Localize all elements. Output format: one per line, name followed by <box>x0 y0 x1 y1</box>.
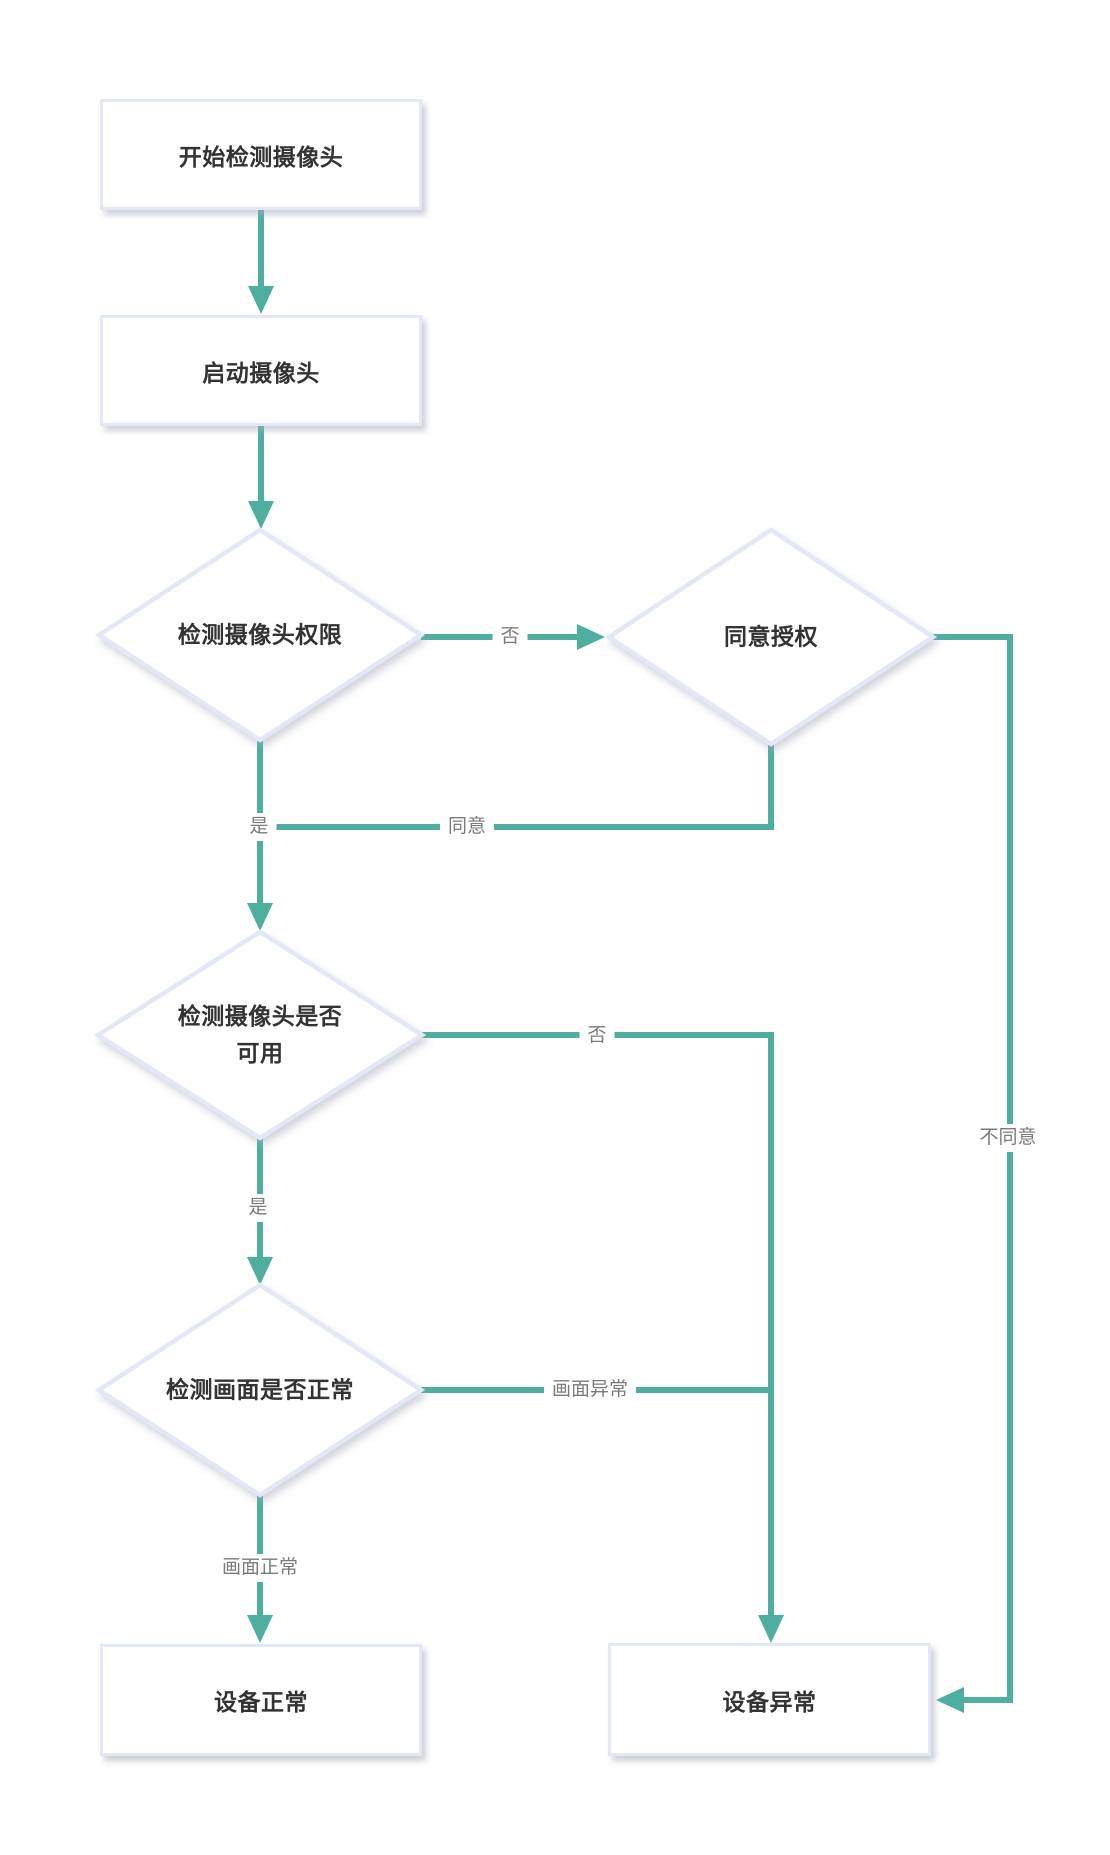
decision-diamonds <box>93 527 938 1498</box>
connector-lines <box>257 210 1013 1703</box>
diamond-agree-authorization <box>604 527 938 747</box>
node-check-camera-available-line2: 可用 <box>236 1040 284 1066</box>
edge-label-frame-normal: 画面正常 <box>213 1554 307 1582</box>
arrowhead-into-launch <box>248 286 274 314</box>
node-start: 开始检测摄像头 <box>100 99 422 210</box>
node-device-abnormal-label: 设备异常 <box>722 1688 817 1715</box>
node-start-label: 开始检测摄像头 <box>178 143 344 170</box>
edge-label-permission-no: 否 <box>492 623 528 651</box>
node-check-permission-label: 检测摄像头权限 <box>177 621 343 648</box>
edge-label-frame-abnormal: 画面异常 <box>543 1376 637 1404</box>
arrowhead-into-permission <box>248 501 274 529</box>
arrowhead-into-abnormal-right <box>936 1687 964 1713</box>
arrowhead-into-frame <box>247 1257 273 1285</box>
node-agree-authorization-label: 同意授权 <box>724 623 818 650</box>
connector-arrowheads <box>247 286 964 1713</box>
node-check-camera-available-label: 检测摄像头是否 可用 <box>178 998 343 1072</box>
edge-authorization-disagree <box>933 634 1013 1703</box>
arrowhead-into-authorization <box>577 624 605 650</box>
node-launch-camera-label: 启动摄像头 <box>202 359 320 386</box>
diamond-check-camera-available <box>93 929 427 1141</box>
node-check-camera-available-line1: 检测摄像头是否 <box>177 1003 343 1029</box>
edge-authorization-agree <box>260 744 774 830</box>
edge-available-no-to-abnormal <box>422 1032 774 1615</box>
arrowhead-into-abnormal-top <box>758 1615 784 1643</box>
diamond-check-permission <box>94 527 426 743</box>
arrowhead-into-available <box>247 903 273 931</box>
node-device-abnormal: 设备异常 <box>608 1643 931 1756</box>
edge-label-agree: 同意 <box>439 813 495 841</box>
arrowhead-into-normal <box>247 1615 273 1643</box>
edge-label-disagree: 不同意 <box>971 1124 1045 1152</box>
edge-label-available-no: 否 <box>579 1022 615 1050</box>
node-check-frame-normal-label: 检测画面是否正常 <box>166 1376 354 1403</box>
node-device-normal: 设备正常 <box>100 1644 422 1756</box>
edge-label-available-yes: 是 <box>240 1194 276 1222</box>
node-launch-camera: 启动摄像头 <box>100 315 422 426</box>
node-device-normal-label: 设备正常 <box>214 1689 308 1715</box>
edge-label-permission-yes: 是 <box>241 813 277 841</box>
diamond-check-frame-normal <box>94 1282 426 1498</box>
